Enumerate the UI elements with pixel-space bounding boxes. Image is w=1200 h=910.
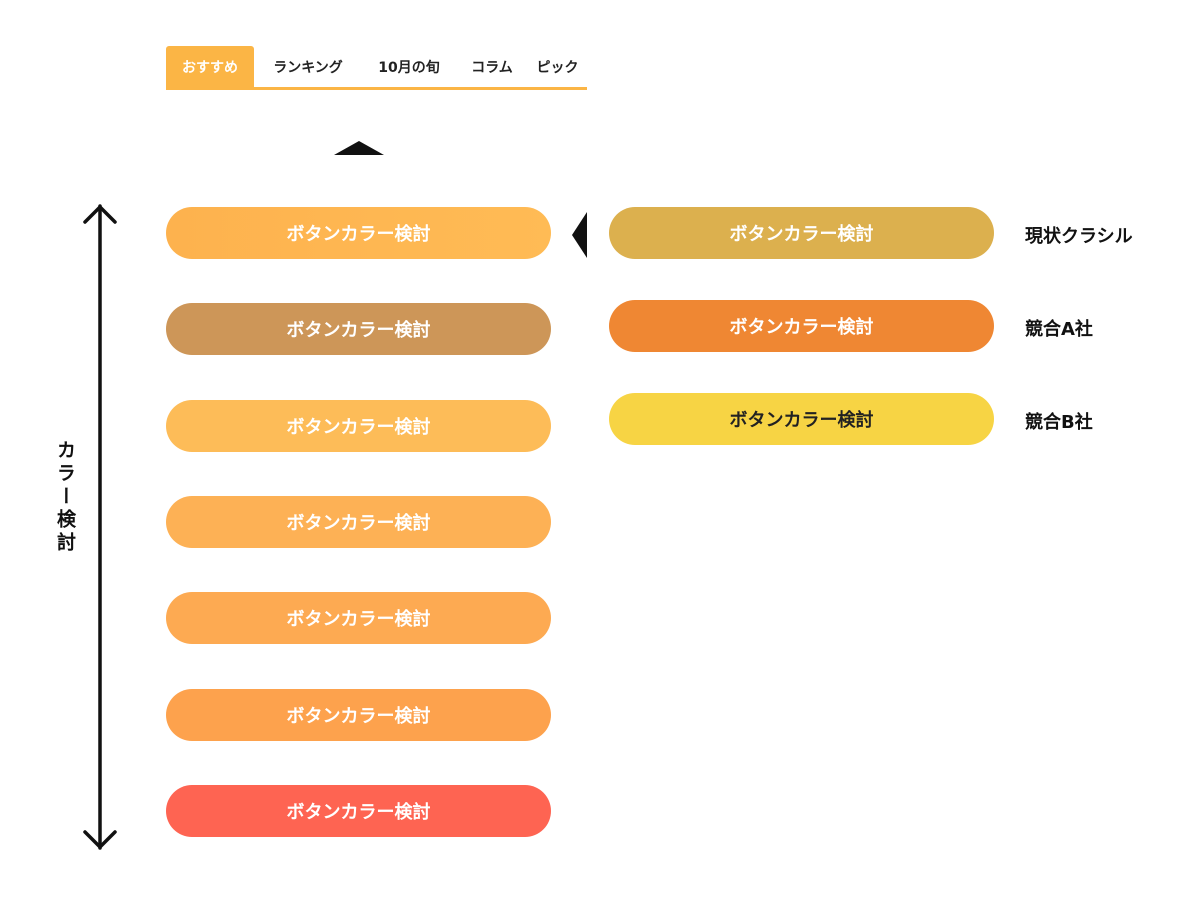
- double-arrow-icon: [83, 204, 117, 850]
- caret-left-icon: [572, 212, 587, 258]
- tab-recommended[interactable]: おすすめ: [166, 46, 254, 87]
- candidate-button-4[interactable]: ボタンカラー検討: [166, 496, 551, 548]
- candidate-button-1[interactable]: ボタンカラー検討: [166, 207, 551, 259]
- reference-button-competitor-a[interactable]: ボタンカラー検討: [609, 300, 994, 352]
- tab-pick[interactable]: ピック: [536, 59, 579, 76]
- reference-label-competitor-a: 競合A社: [1025, 319, 1093, 340]
- candidate-button-2[interactable]: ボタンカラー検討: [166, 303, 551, 355]
- reference-button-competitor-b[interactable]: ボタンカラー検討: [609, 393, 994, 445]
- reference-label-current: 現状クラシル: [1025, 226, 1133, 247]
- axis-label: カラー検討: [54, 440, 76, 555]
- tab-bar: おすすめ ランキング 10月の旬 コラム ピック: [166, 46, 587, 90]
- candidate-button-3[interactable]: ボタンカラー検討: [166, 400, 551, 452]
- reference-button-current[interactable]: ボタンカラー検討: [609, 207, 994, 259]
- tab-column[interactable]: コラム: [471, 59, 513, 76]
- candidate-button-5[interactable]: ボタンカラー検討: [166, 592, 551, 644]
- reference-label-competitor-b: 競合B社: [1025, 412, 1093, 433]
- caret-up-icon: [334, 141, 384, 155]
- tab-ranking[interactable]: ランキング: [273, 59, 343, 76]
- candidate-button-7[interactable]: ボタンカラー検討: [166, 785, 551, 837]
- candidate-button-6[interactable]: ボタンカラー検討: [166, 689, 551, 741]
- tab-seasonal[interactable]: 10月の旬: [378, 59, 440, 76]
